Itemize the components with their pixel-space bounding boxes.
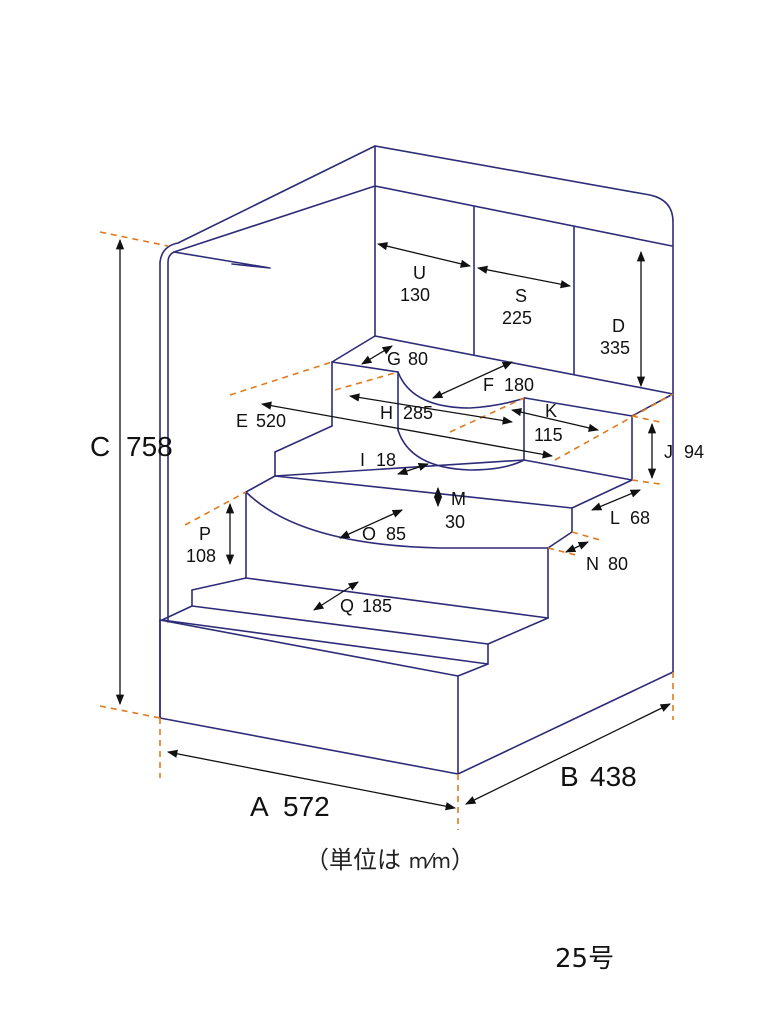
label-d-letter: D [612,316,625,336]
label-o-letter: O [362,524,376,544]
upper-seat-back [374,335,674,395]
label-m-value: 30 [445,512,465,532]
curved-step-curve [245,491,549,549]
lower-step-back [191,577,247,591]
label-p-value: 108 [186,546,216,566]
label-s-letter: S [515,286,527,306]
back-wall-inner-top [374,185,673,247]
base-left-edge [159,619,459,677]
rim-line [173,251,271,269]
base-front [159,619,489,775]
unit-note-fraction: m⁄m [408,849,451,873]
label-o-value: 85 [386,524,406,544]
label-d-value: 335 [600,338,630,358]
model-label: 25号 [555,944,615,974]
label-p-letter: P [199,524,211,544]
dimension-labels: A 572 B 438 C 758 D 335 U 130 S 225 G 80… [90,263,704,822]
label-j-letter: J [664,442,673,462]
label-k-letter: K [545,401,557,421]
label-g-letter: G [387,349,401,369]
label-b-value: 438 [590,761,637,792]
label-q-value: 185 [362,596,392,616]
label-u-value: 130 [400,285,430,305]
label-l-letter: L [610,508,620,528]
label-h-letter: H [380,403,393,423]
arrow-o [339,509,403,539]
curved-step-right [547,507,573,549]
arrow-u [376,242,472,268]
arrow-l [591,489,641,511]
label-u-letter: U [413,263,426,283]
label-n-value: 80 [608,554,628,574]
label-c-value: 758 [126,431,173,462]
label-k-value: 115 [534,425,563,445]
second-step-front [274,451,525,477]
arrow-n [565,541,589,553]
back-wall-top [374,145,674,673]
arrow-g [361,345,393,365]
label-f-letter: F [483,375,494,395]
label-i-letter: I [360,450,365,470]
dimension-arrows [115,238,671,811]
label-j-value: 94 [684,442,704,462]
label-s-value: 225 [502,308,532,328]
top-step-top [331,361,399,373]
arrow-i [397,463,429,475]
label-l-value: 68 [630,508,650,528]
unit-note-close: ） [450,846,475,874]
label-h-value: 285 [403,403,433,423]
label-e-value: 520 [256,411,286,431]
label-c-letter: C [90,431,110,462]
unit-note: （単位は m⁄m） [305,840,475,875]
base-right [457,671,674,775]
arrow-s [476,265,572,289]
label-e-letter: E [236,411,248,431]
arrow-e [260,401,554,459]
label-f-value: 180 [504,375,534,395]
curved-step-top [245,475,276,493]
label-m-letter: M [451,489,466,509]
label-i-value: 18 [376,450,396,470]
arrow-h [348,393,514,425]
label-b-letter: B [560,761,579,792]
lower-step-top-face [245,577,549,619]
label-a-letter: A [250,791,269,822]
lower-step-front [161,605,489,665]
arrow-b [465,703,671,805]
arrow-k [510,408,600,432]
second-step-right [523,459,633,509]
left-wall-outer [159,145,376,719]
unit-note-open: （単位は [305,846,409,874]
top-step-front-top [331,335,376,363]
second-step-face [274,475,573,509]
arrow-f [432,361,513,399]
lower-step-top [191,589,549,645]
label-q-letter: Q [340,596,354,616]
label-n-letter: N [586,554,599,574]
arrow-q [313,581,359,611]
tub-outline [159,145,674,775]
label-g-value: 80 [408,349,428,369]
arrow-a [166,749,457,811]
label-a-value: 572 [283,791,330,822]
